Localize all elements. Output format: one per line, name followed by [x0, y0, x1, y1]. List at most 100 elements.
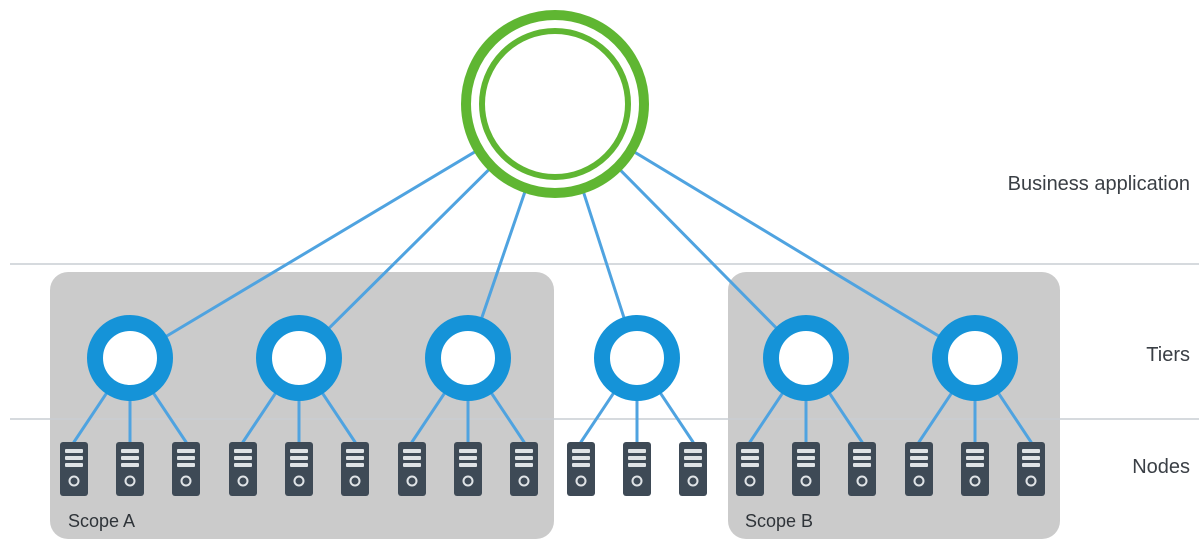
- server-bay: [65, 449, 83, 453]
- server-icon: [1017, 442, 1045, 496]
- server-power-light: [744, 475, 756, 487]
- server-bay: [515, 456, 533, 460]
- server-power-light: [687, 475, 699, 487]
- tier-to-node-connector: [72, 392, 108, 444]
- server-bay: [65, 456, 83, 460]
- server-power-light: [969, 475, 981, 487]
- tier-to-node-connector: [410, 392, 446, 444]
- server-power-light: [913, 475, 925, 487]
- business-application-inner-ring: [479, 28, 631, 180]
- server-bay: [1022, 456, 1040, 460]
- server-bay: [459, 456, 477, 460]
- server-icon: [285, 442, 313, 496]
- tier-to-node-connector: [152, 392, 188, 444]
- separator-layer: [10, 263, 1199, 420]
- server-node: [116, 442, 144, 496]
- server-power-light: [856, 475, 868, 487]
- server-icon: [60, 442, 88, 496]
- tier-ring-icon: [87, 315, 173, 401]
- server-power-light: [293, 475, 305, 487]
- server-bay: [966, 463, 984, 467]
- tier-layer: [87, 315, 1018, 401]
- scope-a-box: [50, 272, 554, 539]
- server-node: [341, 442, 369, 496]
- server-icon: [454, 442, 482, 496]
- tier-ring-icon: [763, 315, 849, 401]
- server-bay: [177, 463, 195, 467]
- server-bay: [121, 456, 139, 460]
- server-bay: [346, 449, 364, 453]
- server-node: [510, 442, 538, 496]
- server-power-light: [800, 475, 812, 487]
- server-icon: [736, 442, 764, 496]
- node-layer: [60, 442, 1045, 496]
- server-power-light: [68, 475, 80, 487]
- connector-layer: [72, 149, 1033, 444]
- server-bay: [290, 449, 308, 453]
- server-node: [60, 442, 88, 496]
- server-bay: [459, 463, 477, 467]
- tier-ring-icon: [594, 315, 680, 401]
- server-power-light: [462, 475, 474, 487]
- server-bay: [797, 463, 815, 467]
- server-bay: [403, 449, 421, 453]
- server-power-light: [406, 475, 418, 487]
- tier-to-node-connector: [579, 392, 615, 444]
- server-bay: [853, 456, 871, 460]
- server-bay: [403, 463, 421, 467]
- tier-node: [256, 315, 342, 401]
- server-node: [961, 442, 989, 496]
- server-icon: [792, 442, 820, 496]
- server-icon: [623, 442, 651, 496]
- server-node: [172, 442, 200, 496]
- server-bay: [459, 449, 477, 453]
- business-application-label: Business application: [1008, 173, 1190, 195]
- server-node: [285, 442, 313, 496]
- server-bay: [346, 463, 364, 467]
- server-bay: [1022, 463, 1040, 467]
- server-power-light: [1025, 475, 1037, 487]
- server-bay: [290, 456, 308, 460]
- server-bay: [572, 456, 590, 460]
- server-bay: [684, 456, 702, 460]
- server-bay: [741, 456, 759, 460]
- server-icon: [510, 442, 538, 496]
- server-node: [792, 442, 820, 496]
- tier-to-node-connector: [659, 392, 695, 444]
- tier-node: [763, 315, 849, 401]
- server-node: [736, 442, 764, 496]
- server-icon: [229, 442, 257, 496]
- server-node: [1017, 442, 1045, 496]
- server-power-light: [631, 475, 643, 487]
- server-bay: [853, 449, 871, 453]
- server-bay: [346, 456, 364, 460]
- server-node: [679, 442, 707, 496]
- app-to-tier-connector: [324, 167, 492, 333]
- tier-to-node-connector: [917, 392, 953, 444]
- server-bay: [1022, 449, 1040, 453]
- server-icon: [172, 442, 200, 496]
- server-bay: [234, 456, 252, 460]
- server-bay: [515, 463, 533, 467]
- tier-ring-icon: [932, 315, 1018, 401]
- app-to-tier-connector: [581, 190, 627, 324]
- scope-b-label: Scope B: [745, 511, 813, 531]
- server-bay: [121, 463, 139, 467]
- text-layer: Business application Tiers Nodes Scope A…: [68, 173, 1190, 531]
- server-node: [454, 442, 482, 496]
- server-icon: [398, 442, 426, 496]
- server-node: [398, 442, 426, 496]
- tier-to-node-connector: [321, 392, 357, 444]
- tier-node: [87, 315, 173, 401]
- server-bay: [65, 463, 83, 467]
- app-to-tier-connector: [632, 150, 944, 340]
- server-icon: [848, 442, 876, 496]
- app-to-tier-connector: [618, 167, 781, 333]
- tier-to-node-connector: [828, 392, 864, 444]
- server-bay: [234, 449, 252, 453]
- server-bay: [628, 463, 646, 467]
- scope-layer: [50, 272, 1060, 539]
- server-icon: [679, 442, 707, 496]
- server-bay: [684, 463, 702, 467]
- tier-to-node-connector: [997, 392, 1033, 444]
